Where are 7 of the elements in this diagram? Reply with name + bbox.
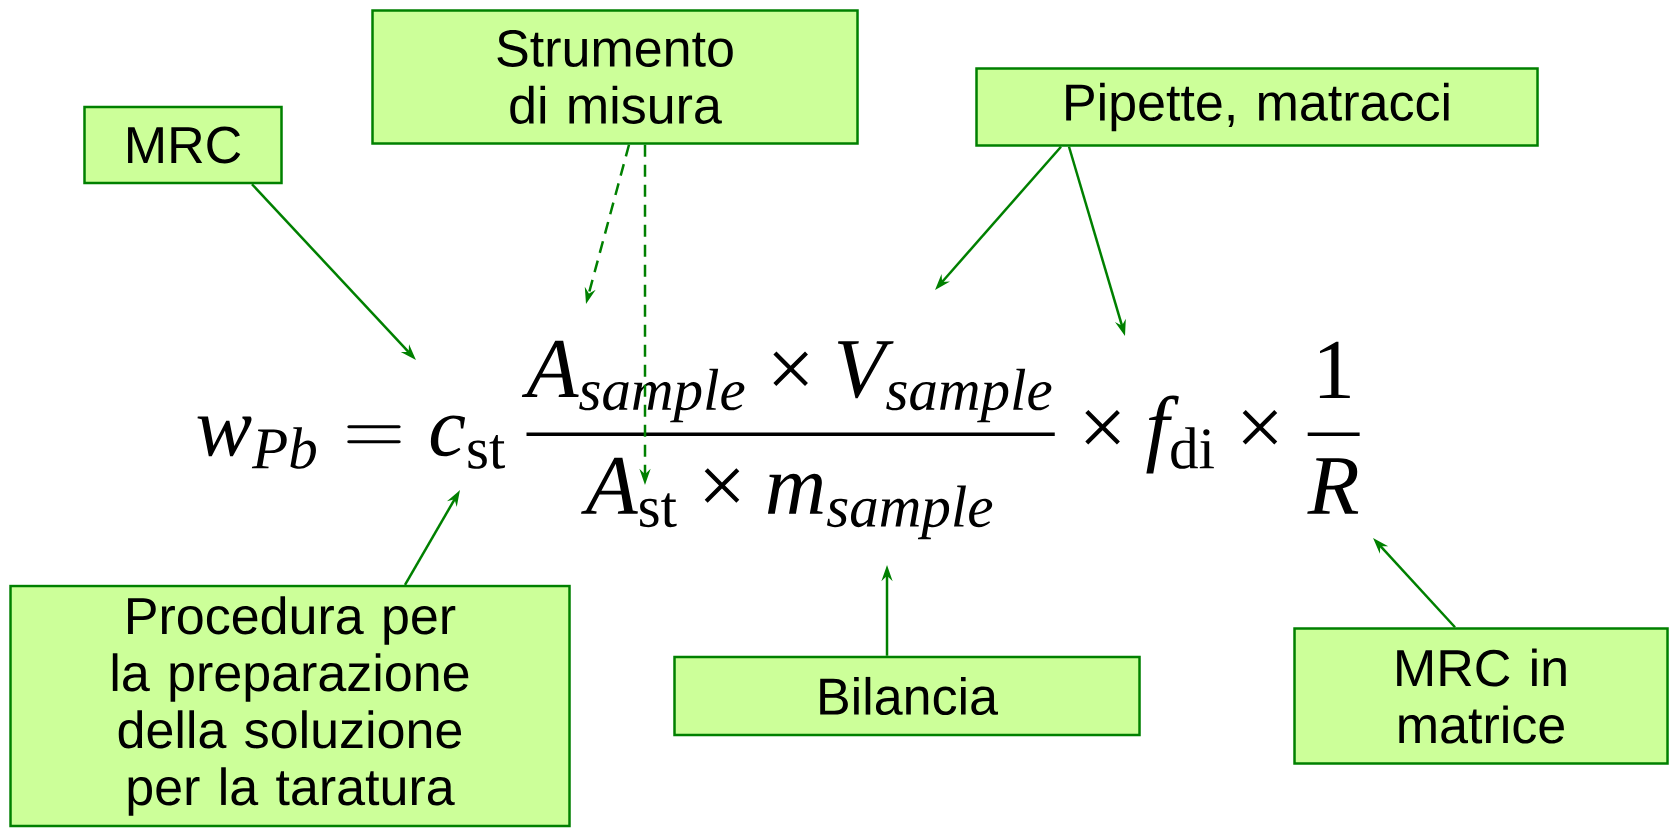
label-box: MRC bbox=[83, 105, 283, 185]
label-box: MRC in matrice bbox=[1293, 627, 1669, 765]
label-box: Pipette, matracci bbox=[975, 67, 1539, 147]
label-box: Bilancia bbox=[673, 655, 1141, 737]
label-box: Strumento di misura bbox=[371, 9, 859, 145]
label-box: Procedura per la preparazione della soluzione per la taratura bbox=[9, 584, 571, 828]
formula: $\mathit{w}_{\mathit{Pb}} = \mathit{c}_{\mathrm{st}}\,\frac{\mathit{A}_{\mathit{sample}} \mathbin{\text{×}} \mathit{V}_{\mathit{sample}}}{\mathit{A}_{\mathrm{st}} \mathbin{\text{×}} \mathit{m}_{\mathit{sample}}} \mathbin{\text{×}} \mathit{f}_{\mathrm{di}} \mathbin{\text{×}} \frac{\mathrm{1}}{\mathit{R}}$ bbox=[197, 340, 1360, 540]
